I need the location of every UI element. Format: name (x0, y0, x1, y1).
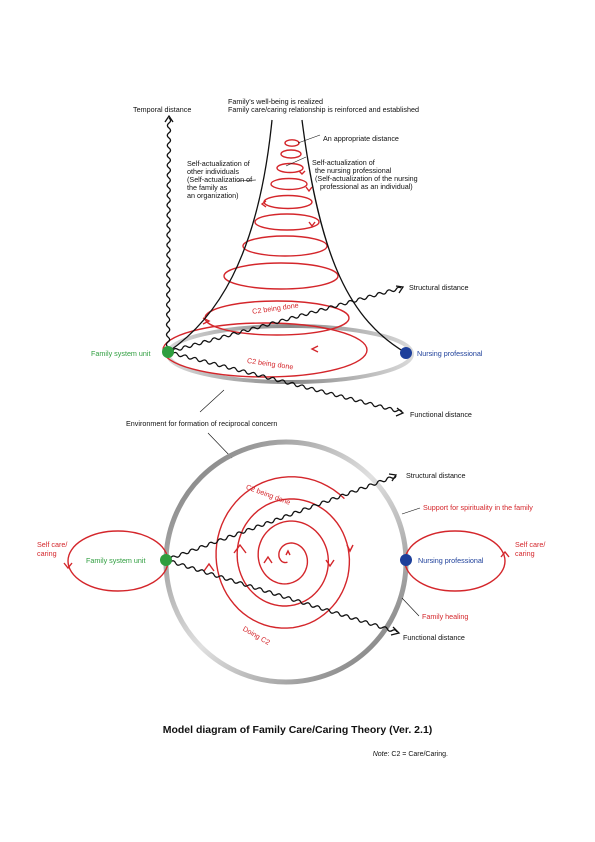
structural-distance-line-bottom (165, 475, 397, 562)
environment-label: Environment for formation of reciprocal … (126, 419, 277, 428)
family-healing-label: Family healing (422, 612, 468, 621)
self-actualization-others-4: the family as (187, 183, 228, 192)
functional-distance-label-top: Functional distance (410, 410, 472, 419)
self-actualization-others-3: (Self-actualization of (187, 175, 252, 184)
self-care-left-2: caring (37, 549, 57, 558)
family-system-label-bottom: Family system unit (86, 556, 146, 565)
functional-distance-line-bottom (165, 559, 398, 633)
figure-note: Note: C2 = Care/Caring. (373, 751, 448, 758)
figure-caption: Model diagram of Family Care/Caring Theo… (162, 724, 433, 736)
functional-distance-line (167, 351, 403, 413)
note-label: Note (372, 751, 388, 758)
structural-distance-label-bottom: Structural distance (406, 471, 466, 480)
self-actualization-nurse-2: the nursing professional (315, 166, 392, 175)
cone-right-edge (301, 119, 407, 354)
nurse-node (400, 347, 412, 359)
self-care-right-2: caring (515, 549, 535, 558)
family-node-bottom (160, 554, 172, 566)
nursing-professional-label-bottom: Nursing professional (418, 556, 484, 565)
c2-top-label: C2 being done (245, 482, 292, 506)
self-actualization-nurse-1: Self-actualization of (312, 158, 375, 167)
temporal-distance-line (165, 117, 172, 353)
c2-spiral-loops (162, 139, 368, 378)
spirituality-label: Support for spirituality in the family (423, 503, 533, 512)
self-actualization-nurse-4: professional as an individual) (320, 182, 413, 191)
self-care-left-1: Self care/ (37, 540, 67, 549)
structural-distance-line (167, 286, 402, 354)
family-system-label-top: Family system unit (91, 349, 151, 358)
c2-upper-label: C2 being done (252, 300, 300, 315)
c2-lower-label: C2 being done (246, 356, 294, 371)
wellbeing-label-1: Family’s well-being is realized (228, 97, 323, 106)
note-text: : C2 = Care/Caring. (387, 751, 449, 758)
structural-distance-label-top: Structural distance (409, 283, 469, 292)
nurse-node-bottom (400, 554, 412, 566)
cone-diagram: Temporal distance Family’s well-being is… (91, 97, 483, 428)
cone-left-edge (167, 119, 273, 353)
self-actualization-nurse-3: (Self-actualization of the nursing (315, 174, 418, 183)
self-actualization-others-1: Self-actualization of (187, 159, 250, 168)
circle-diagram: Structural distance C2 being done Suppor… (37, 432, 545, 685)
wellbeing-label-2: Family care/caring relationship is reinf… (228, 105, 419, 114)
self-care-right-1: Self care/ (515, 540, 545, 549)
nursing-professional-label-top: Nursing professional (417, 349, 483, 358)
self-actualization-others-5: an organization) (187, 191, 239, 200)
appropriate-distance-label: An appropriate distance (323, 134, 399, 143)
c2-inner-spiral (215, 476, 351, 629)
temporal-distance-label: Temporal distance (133, 105, 191, 114)
family-node (162, 346, 174, 358)
doing-c2-label: Doing C2 (241, 624, 271, 647)
functional-distance-label-bottom: Functional distance (403, 633, 465, 642)
self-actualization-others-2: other individuals (187, 167, 239, 176)
